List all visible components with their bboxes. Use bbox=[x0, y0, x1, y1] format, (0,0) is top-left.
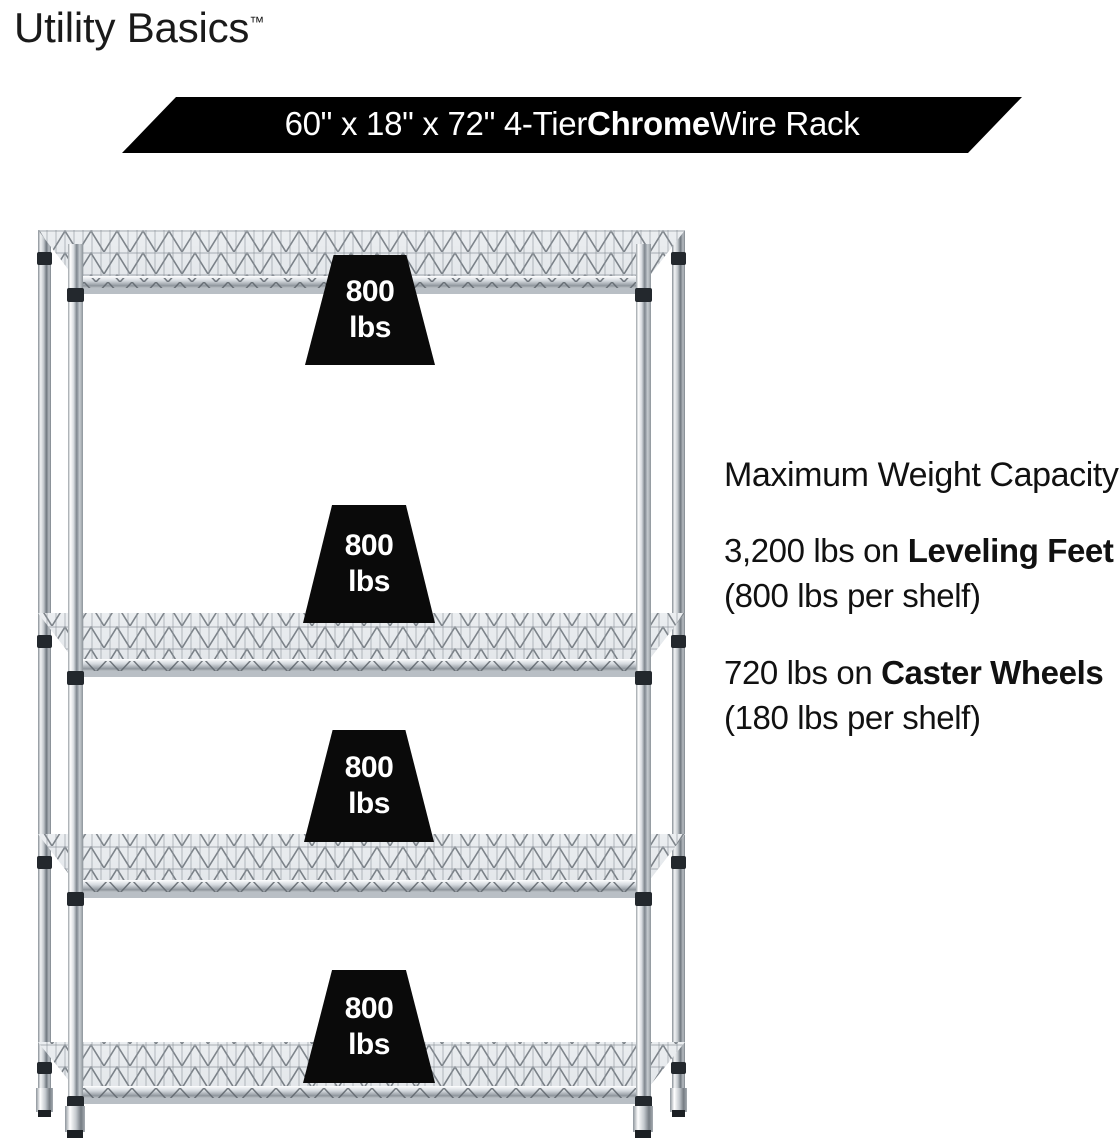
caster-detail: (180 lbs per shelf) bbox=[724, 699, 981, 736]
leveling-label: Leveling Feet bbox=[907, 532, 1114, 569]
capacity-copy-block: Maximum Weight Capacity 3,200 lbs on Lev… bbox=[724, 455, 1120, 740]
capacity-heading: Maximum Weight Capacity bbox=[724, 456, 1119, 494]
shelf-second bbox=[38, 613, 685, 677]
badge-unit: lbs bbox=[348, 1027, 390, 1061]
badge-unit: lbs bbox=[348, 787, 390, 820]
leveling-feet bbox=[36, 1088, 687, 1138]
banner-title-text: 60" x 18" x 72" 4-Tier Chrome Wire Rack bbox=[122, 97, 1022, 153]
badge-text: 800 lbs bbox=[304, 730, 434, 842]
weight-badge-second: 800 lbs bbox=[303, 505, 435, 623]
badge-text: 800 lbs bbox=[303, 970, 435, 1083]
caster-total: 720 lbs on bbox=[724, 654, 882, 691]
badge-number: 800 bbox=[344, 529, 394, 562]
banner-dimensions: 60" x 18" x 72" 4-Tier bbox=[284, 105, 588, 142]
post-collars bbox=[37, 252, 686, 1109]
brand-name: Utility Basics bbox=[14, 4, 250, 51]
weight-badge-third: 800 lbs bbox=[304, 730, 434, 842]
leveling-total: 3,200 lbs on bbox=[724, 532, 908, 569]
weight-badge-top: 800 lbs bbox=[305, 255, 435, 365]
brand-logo: Utility Basics™ bbox=[14, 2, 264, 54]
weight-badge-bottom: 800 lbs bbox=[303, 970, 435, 1083]
caster-label: Caster Wheels bbox=[881, 654, 1104, 691]
badge-unit: lbs bbox=[348, 565, 390, 598]
wire-rack-illustration bbox=[0, 230, 720, 1138]
badge-text: 800 lbs bbox=[305, 255, 435, 365]
leveling-detail: (800 lbs per shelf) bbox=[724, 577, 981, 614]
caster-wheels-capacity: 720 lbs on Caster Wheels (180 lbs per sh… bbox=[724, 650, 1120, 740]
badge-unit: lbs bbox=[349, 311, 391, 344]
product-title-banner: 60" x 18" x 72" 4-Tier Chrome Wire Rack bbox=[122, 97, 1022, 153]
shelf-third bbox=[38, 834, 685, 898]
badge-number: 800 bbox=[345, 275, 395, 308]
badge-number: 800 bbox=[344, 991, 394, 1025]
badge-text: 800 lbs bbox=[303, 505, 435, 623]
badge-number: 800 bbox=[344, 751, 394, 784]
trademark-symbol: ™ bbox=[249, 14, 265, 31]
leveling-feet-capacity: 3,200 lbs on Leveling Feet (800 lbs per … bbox=[724, 528, 1120, 618]
banner-suffix: Wire Rack bbox=[709, 105, 860, 142]
banner-background-shape bbox=[122, 97, 1022, 153]
banner-highlight: Chrome bbox=[587, 105, 710, 142]
rear-posts bbox=[38, 230, 685, 1092]
